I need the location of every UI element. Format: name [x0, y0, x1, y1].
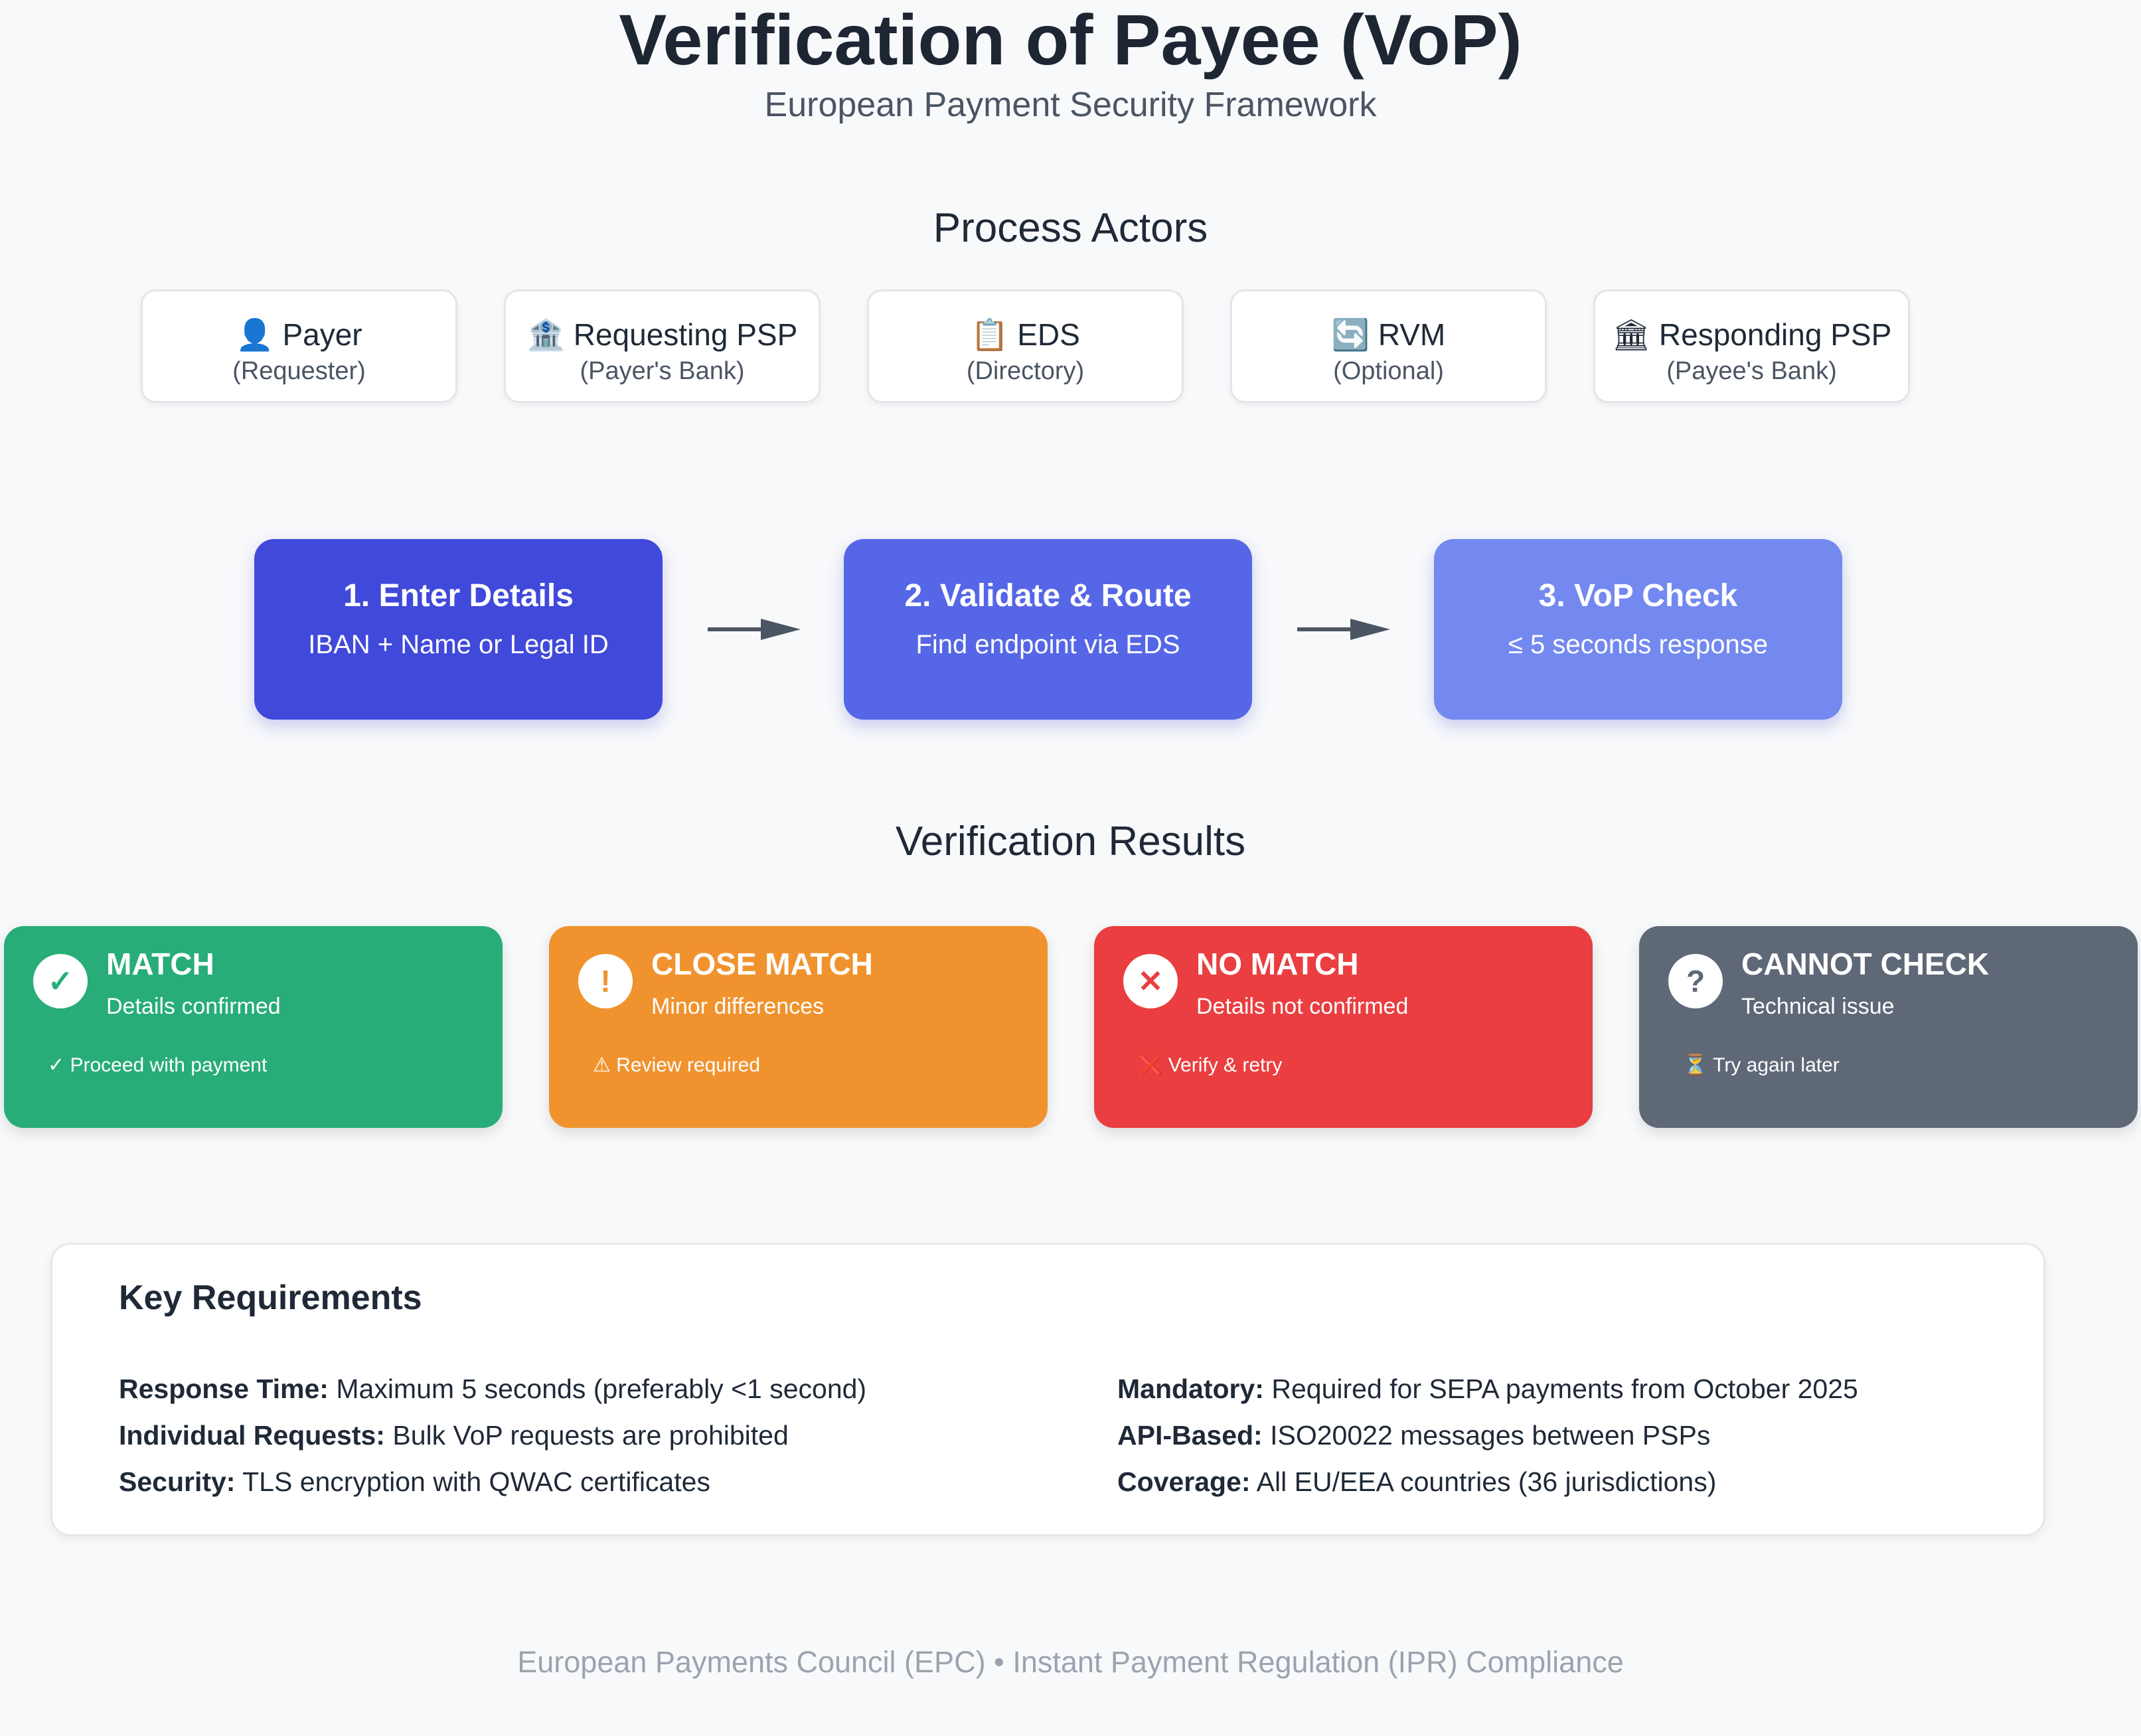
- result-action: ⚠ Review required: [593, 1054, 760, 1076]
- actor-name: Responding PSP: [1658, 317, 1892, 352]
- question-circle-icon: ?: [1668, 954, 1723, 1008]
- actor-card: 🔄 RVM (Optional): [1230, 289, 1547, 403]
- arrow-right-icon: [708, 616, 801, 643]
- requirement-text: Maximum 5 seconds (preferably <1 second): [336, 1374, 867, 1404]
- requirements-heading: Key Requirements: [119, 1279, 422, 1317]
- requirement-item: Response Time: Maximum 5 seconds (prefer…: [119, 1374, 866, 1405]
- actors-heading: Process Actors: [933, 205, 1208, 251]
- step-title: 1. Enter Details: [343, 578, 574, 613]
- result-title: MATCH: [106, 947, 214, 981]
- actor-role: (Requester): [232, 357, 366, 385]
- footer: European Payments Council (EPC) • Instan…: [517, 1645, 1624, 1679]
- requirement-label: Coverage:: [1117, 1466, 1251, 1497]
- result-title: CLOSE MATCH: [651, 947, 873, 981]
- actor-role: (Optional): [1333, 357, 1444, 385]
- requirement-text: All EU/EEA countries (36 jurisdictions): [1256, 1466, 1717, 1497]
- actor-icon: 📋: [971, 317, 1009, 352]
- key-requirements-card: Key Requirements Response Time: Maximum …: [50, 1243, 2045, 1536]
- result-card: ? CANNOT CHECK Technical issue ⏳ Try again …: [1639, 926, 2138, 1128]
- process-step: 3. VoP Check ≤ 5 seconds response: [1434, 539, 1842, 720]
- requirement-text: Bulk VoP requests are prohibited: [392, 1420, 789, 1451]
- requirement-item: Mandatory: Required for SEPA payments fr…: [1117, 1374, 1858, 1405]
- exclamation-circle-icon: !: [578, 954, 633, 1008]
- page-subtitle: European Payment Security Framework: [764, 86, 1377, 124]
- actor-name: Requesting PSP: [573, 317, 798, 352]
- result-description: Technical issue: [1741, 994, 1895, 1019]
- requirement-item: Coverage: All EU/EEA countries (36 juris…: [1117, 1466, 1716, 1498]
- result-action: ❌ Verify & retry: [1138, 1054, 1283, 1076]
- step-title: 3. VoP Check: [1538, 578, 1738, 613]
- step-title: 2. Validate & Route: [904, 578, 1192, 613]
- actor-icon: 🔄: [1331, 317, 1370, 352]
- result-action: ⏳ Try again later: [1683, 1054, 1840, 1076]
- requirement-item: Security: TLS encryption with QWAC certi…: [119, 1466, 710, 1498]
- step-description: Find endpoint via EDS: [915, 630, 1180, 659]
- x-circle-icon: ✕: [1123, 954, 1178, 1008]
- results-heading: Verification Results: [895, 819, 1246, 864]
- actor-role: (Payer's Bank): [580, 357, 745, 385]
- result-description: Details not confirmed: [1196, 994, 1409, 1019]
- result-card: ✓ MATCH Details confirmed ✓ Proceed with pa…: [4, 926, 503, 1128]
- requirement-item: API-Based: ISO20022 messages between PSP…: [1117, 1420, 1710, 1451]
- actor-name: EDS: [1017, 317, 1080, 352]
- arrow-right-icon: [1297, 616, 1390, 643]
- actor-icon: 🏛: [1611, 317, 1651, 352]
- result-card: ! CLOSE MATCH Minor differences ⚠ Review re…: [549, 926, 1048, 1128]
- requirement-text: Required for SEPA payments from October …: [1271, 1374, 1858, 1404]
- actor-name: RVM: [1378, 317, 1446, 352]
- actor-icon: 👤: [236, 317, 274, 352]
- result-title: CANNOT CHECK: [1741, 947, 1990, 981]
- actor-name: Payer: [282, 317, 362, 352]
- result-card: ✕ NO MATCH Details not confirmed ❌ Verify &…: [1094, 926, 1593, 1128]
- requirement-text: ISO20022 messages between PSPs: [1270, 1420, 1711, 1451]
- result-description: Details confirmed: [106, 994, 281, 1019]
- requirement-label: Mandatory:: [1117, 1374, 1264, 1404]
- actor-card: 🏛 Responding PSP (Payee's Bank): [1593, 289, 1910, 403]
- step-description: IBAN + Name or Legal ID: [308, 630, 609, 659]
- requirement-label: Security:: [119, 1466, 236, 1497]
- actor-icon: 🏦: [526, 317, 565, 352]
- actor-role: (Directory): [966, 357, 1085, 385]
- requirement-label: Response Time:: [119, 1374, 329, 1404]
- requirement-item: Individual Requests: Bulk VoP requests a…: [119, 1420, 789, 1451]
- check-circle-icon: ✓: [33, 954, 88, 1008]
- actor-card: 👤 Payer (Requester): [141, 289, 457, 403]
- requirement-label: API-Based:: [1117, 1420, 1263, 1451]
- actor-card: 📋 EDS (Directory): [867, 289, 1184, 403]
- result-description: Minor differences: [651, 994, 825, 1019]
- actor-card: 🏦 Requesting PSP (Payer's Bank): [504, 289, 821, 403]
- requirement-label: Individual Requests:: [119, 1420, 385, 1451]
- actor-role: (Payee's Bank): [1666, 357, 1837, 385]
- result-action: ✓ Proceed with payment: [48, 1054, 268, 1076]
- page-title: Verification of Payee (VoP): [619, 0, 1522, 80]
- result-title: NO MATCH: [1196, 947, 1359, 981]
- step-description: ≤ 5 seconds response: [1508, 630, 1769, 659]
- requirement-text: TLS encryption with QWAC certificates: [242, 1466, 710, 1497]
